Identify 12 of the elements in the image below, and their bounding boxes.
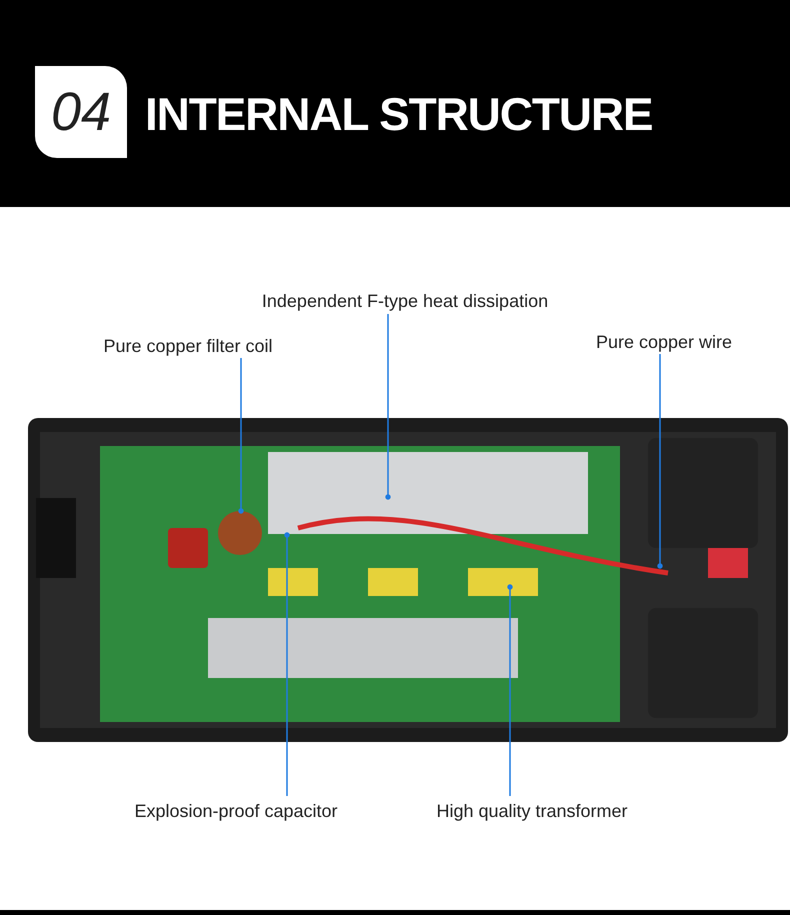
title: INTERNAL STRUCTURE — [145, 87, 652, 142]
callout-label: Pure copper filter coil — [103, 334, 273, 358]
leader-line — [657, 354, 663, 569]
callout-label: Pure copper wire — [596, 330, 732, 354]
leader-line — [238, 358, 244, 514]
leader-line — [385, 314, 391, 500]
callout-label: Independent F-type heat dissipation — [262, 289, 548, 313]
section-number: 04 — [35, 66, 127, 158]
leader-line — [507, 584, 513, 796]
callout-label: High quality transformer — [436, 799, 628, 823]
callout-label: Explosion-proof capacitor — [134, 799, 338, 823]
leader-line — [284, 532, 290, 796]
